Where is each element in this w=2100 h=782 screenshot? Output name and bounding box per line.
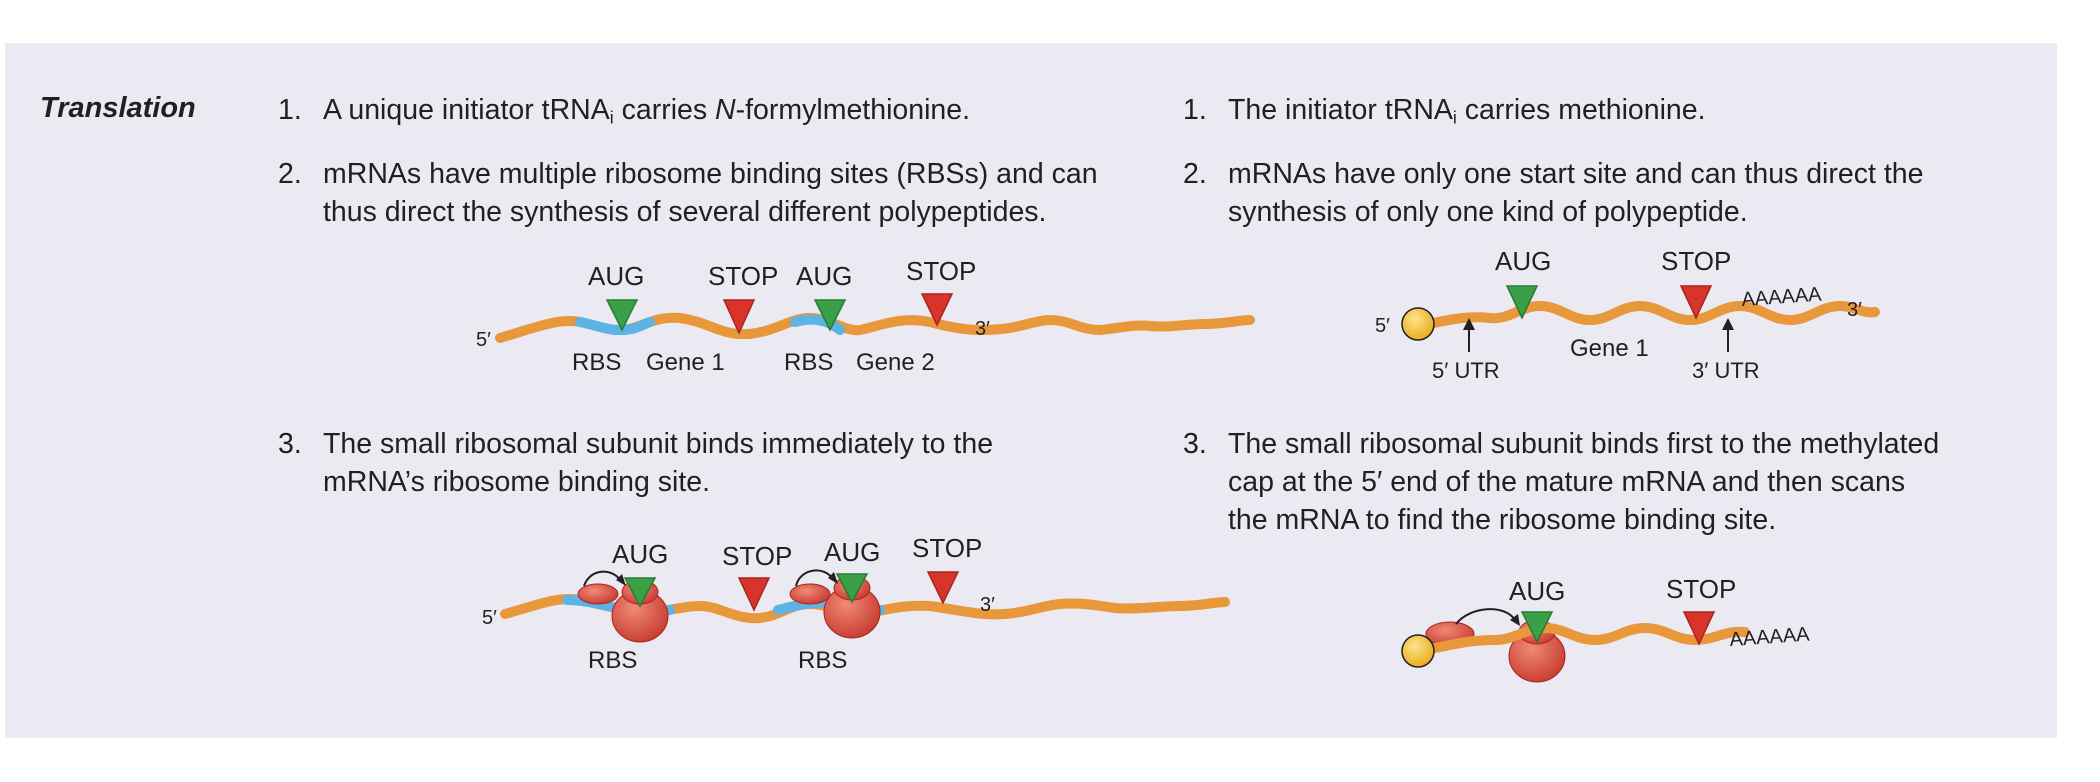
label-aug: AUG bbox=[1495, 246, 1551, 276]
label-aug: AUG bbox=[612, 539, 668, 569]
label-rbs: RBS bbox=[588, 647, 637, 674]
arrowhead bbox=[616, 574, 626, 586]
item-number: 1. bbox=[278, 94, 302, 126]
mrna-strand bbox=[1420, 622, 1750, 655]
item-text: The initiator tRNAi carries methionine. bbox=[1228, 94, 1706, 128]
prokaryotic-mrna-diagram: AUG STOP AUG STOP 5′ 3′ RBS Gene 1 RBS G… bbox=[476, 256, 1255, 376]
stop-codon-marker bbox=[1679, 285, 1713, 320]
label-5-utr: 5′ UTR bbox=[1432, 358, 1500, 383]
small-ribosomal-subunit bbox=[577, 583, 619, 605]
stop-codon-marker bbox=[722, 299, 756, 335]
start-codon-marker bbox=[623, 577, 657, 608]
label-3-prime: 3′ bbox=[975, 318, 990, 340]
mrna-strand bbox=[1420, 300, 1880, 330]
label-5-prime: 5′ bbox=[482, 607, 497, 629]
scanning-arrow bbox=[1455, 608, 1516, 625]
label-aug: AUG bbox=[824, 537, 880, 567]
item-text: A unique initiator tRNAi carries N-formy… bbox=[323, 94, 971, 128]
arrowhead bbox=[1722, 318, 1734, 330]
item-text: The small ribosomal subunit binds first … bbox=[1228, 428, 1940, 536]
item-number: 2. bbox=[1183, 158, 1207, 190]
label-rbs: RBS bbox=[572, 349, 621, 376]
stop-codon-marker bbox=[920, 293, 954, 327]
label-stop: STOP bbox=[1666, 574, 1736, 604]
item-text: mRNAs have multiple ribosome binding sit… bbox=[323, 158, 1098, 228]
start-codon-marker bbox=[813, 299, 847, 332]
item-number: 3. bbox=[1183, 428, 1207, 460]
binding-arrow bbox=[583, 570, 621, 587]
label-gene: Gene 1 bbox=[1570, 335, 1649, 362]
label-stop: STOP bbox=[906, 256, 976, 286]
label-aug: AUG bbox=[796, 261, 852, 291]
small-ribosomal-subunit bbox=[789, 583, 831, 605]
item-text: mRNAs have only one start site and can t… bbox=[1228, 158, 1924, 228]
poly-a-tail: AAAAAA bbox=[1741, 283, 1823, 311]
rbs-segment bbox=[790, 314, 845, 335]
label-rbs: RBS bbox=[798, 647, 847, 674]
start-codon-marker bbox=[835, 573, 869, 604]
label-gene: Gene 1 bbox=[646, 349, 725, 376]
label-gene: Gene 2 bbox=[856, 349, 935, 376]
arrowhead bbox=[1463, 318, 1475, 330]
start-codon-marker bbox=[1520, 611, 1554, 644]
section-title: Translation bbox=[40, 92, 196, 124]
label-3-utr: 3′ UTR bbox=[1692, 358, 1760, 383]
start-codon-marker bbox=[1505, 285, 1539, 320]
label-aug: AUG bbox=[588, 261, 644, 291]
label-3-prime: 3′ bbox=[1847, 299, 1862, 321]
item-number: 3. bbox=[278, 428, 302, 460]
poly-a-tail: AAAAAA bbox=[1729, 623, 1811, 651]
label-rbs: RBS bbox=[784, 349, 833, 376]
stop-codon-marker bbox=[926, 571, 960, 605]
label-5-prime: 5′ bbox=[1375, 315, 1390, 337]
item-number: 2. bbox=[278, 158, 302, 190]
label-stop: STOP bbox=[912, 533, 982, 563]
start-codon-marker bbox=[605, 299, 639, 332]
rbs-segment bbox=[575, 317, 655, 336]
methylated-cap bbox=[1401, 307, 1435, 341]
label-3-prime: 3′ bbox=[980, 594, 995, 616]
label-5-prime: 5′ bbox=[476, 329, 491, 351]
label-stop: STOP bbox=[722, 541, 792, 571]
methylated-cap bbox=[1401, 634, 1435, 668]
item-text: The small ribosomal subunit binds immedi… bbox=[323, 428, 994, 498]
eukaryotic-mrna-diagram: AUG STOP 5′ AAAAAA 3′ 5′ UTR Gene 1 3′ U… bbox=[1375, 246, 1880, 383]
arrowhead bbox=[828, 572, 838, 584]
stop-codon-marker bbox=[1682, 611, 1716, 646]
background-panel bbox=[5, 43, 2057, 738]
label-stop: STOP bbox=[1661, 246, 1731, 276]
prokaryotic-ribosome-binding-diagram: AUG STOP AUG STOP 5′ 3′ RBS RBS bbox=[482, 533, 1230, 674]
eukaryotic-scanning-diagram: AUG STOP AAAAAA bbox=[1401, 574, 1811, 683]
item-number: 1. bbox=[1183, 94, 1207, 126]
label-stop: STOP bbox=[708, 261, 778, 291]
label-aug: AUG bbox=[1509, 576, 1565, 606]
binding-arrow bbox=[795, 569, 833, 587]
stop-codon-marker bbox=[737, 577, 771, 612]
arrowhead bbox=[1510, 614, 1520, 626]
